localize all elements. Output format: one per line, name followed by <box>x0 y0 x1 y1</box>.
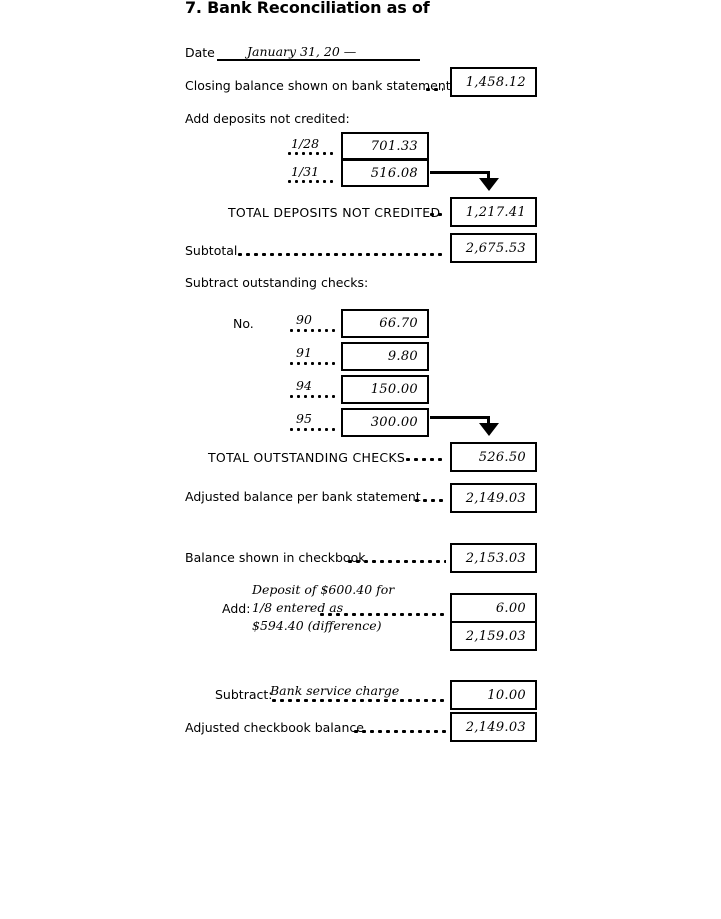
checkbook-balance-box[interactable]: 2,153.03 <box>450 543 537 573</box>
adjusted-bank-box[interactable]: 2,149.03 <box>450 483 537 513</box>
adjusted-checkbook-label: Adjusted checkbook balance <box>185 720 364 735</box>
leader-dots-subtotal <box>236 253 444 256</box>
add-deposits-label: Add deposits not credited: <box>185 111 350 126</box>
check-amount-2: 150.00 <box>370 382 418 397</box>
date-label: Date <box>185 45 215 60</box>
total-checks-value: 526.50 <box>478 449 526 465</box>
subtotal-value: 2,675.53 <box>465 240 526 256</box>
closing-balance-box[interactable]: 1,458.12 <box>450 67 537 97</box>
running-total-box[interactable]: 2,159.03 <box>450 621 537 651</box>
date-value[interactable]: January 31, 20 — <box>247 44 357 59</box>
subtract-note[interactable]: Bank service charge <box>270 683 400 698</box>
deposit-arrow-head <box>479 178 499 191</box>
deposit-amount-0: 701.33 <box>370 138 418 154</box>
leader-dots-subtract <box>270 699 446 702</box>
check-amount-0: 66.70 <box>379 316 418 331</box>
checks-no-label: No. <box>233 316 254 331</box>
checks-arrow-head <box>479 423 499 436</box>
subtract-label: Subtract: <box>215 687 273 702</box>
deposit-date-1[interactable]: 1/31 <box>291 164 320 179</box>
leader-dots-total-checks <box>404 458 446 461</box>
adjusted-bank-label: Adjusted balance per bank statement <box>185 489 421 504</box>
check-number-3[interactable]: 95 <box>296 411 312 426</box>
subtract-amount-box[interactable]: 10.00 <box>450 680 537 710</box>
subtract-checks-label: Subtract outstanding checks: <box>185 275 369 290</box>
leader-dots-adjusted-bank <box>413 499 446 502</box>
checks-arrow-horizontal <box>430 416 490 419</box>
deposit-amount-box-1[interactable]: 516.08 <box>341 159 429 187</box>
total-deposits-value: 1,217.41 <box>465 204 526 220</box>
checkbook-balance-label: Balance shown in checkbook <box>185 550 366 565</box>
subtotal-label: Subtotal <box>185 243 238 258</box>
total-checks-label: TOTAL OUTSTANDING CHECKS <box>208 450 406 465</box>
total-checks-box[interactable]: 526.50 <box>450 442 537 472</box>
leader-dots-check-0 <box>288 329 338 332</box>
check-amount-box-3[interactable]: 300.00 <box>341 408 429 437</box>
leader-dots-closing-balance <box>424 88 443 91</box>
leader-dots-check-1 <box>288 362 338 365</box>
leader-dots-deposit-0 <box>286 152 336 155</box>
check-amount-box-1[interactable]: 9.80 <box>341 342 429 371</box>
add-note-line-1[interactable]: Deposit of $600.40 for <box>252 582 395 597</box>
date-underline <box>217 59 420 61</box>
leader-dots-check-3 <box>288 428 338 431</box>
add-note-line-3[interactable]: $594.40 (difference) <box>252 618 382 633</box>
adjusted-bank-value: 2,149.03 <box>465 490 526 506</box>
checkbook-balance-value: 2,153.03 <box>465 550 526 566</box>
subtotal-box[interactable]: 2,675.53 <box>450 233 537 263</box>
check-amount-box-2[interactable]: 150.00 <box>341 375 429 404</box>
check-amount-1: 9.80 <box>387 349 418 364</box>
closing-balance-label: Closing balance shown on bank statement <box>185 78 451 93</box>
deposit-arrow-horizontal <box>430 171 490 174</box>
leader-dots-checkbook-balance <box>346 560 446 563</box>
check-amount-3: 300.00 <box>370 415 418 430</box>
deposit-amount-1: 516.08 <box>370 165 418 181</box>
deposit-amount-box-0[interactable]: 701.33 <box>341 132 429 160</box>
leader-dots-add <box>318 613 446 616</box>
leader-dots-total-deposits <box>428 213 446 216</box>
check-number-2[interactable]: 94 <box>296 378 312 393</box>
add-amount-box[interactable]: 6.00 <box>450 593 537 623</box>
adjusted-checkbook-box[interactable]: 2,149.03 <box>450 712 537 742</box>
subtract-amount-value: 10.00 <box>487 687 526 703</box>
closing-balance-value: 1,458.12 <box>465 74 526 90</box>
check-number-0[interactable]: 90 <box>296 312 312 327</box>
adjusted-checkbook-value: 2,149.03 <box>465 719 526 735</box>
check-amount-box-0[interactable]: 66.70 <box>341 309 429 338</box>
add-label: Add: <box>222 601 251 616</box>
total-deposits-box[interactable]: 1,217.41 <box>450 197 537 227</box>
page-title: 7. Bank Reconciliation as of <box>185 0 430 17</box>
deposit-date-0[interactable]: 1/28 <box>291 136 320 151</box>
total-deposits-label: TOTAL DEPOSITS NOT CREDITED <box>228 205 441 220</box>
leader-dots-deposit-1 <box>286 180 336 183</box>
add-note-line-2[interactable]: 1/8 entered as <box>252 600 344 615</box>
leader-dots-check-2 <box>288 395 338 398</box>
running-total-value: 2,159.03 <box>465 628 526 644</box>
check-number-1[interactable]: 91 <box>296 345 312 360</box>
leader-dots-adjusted-checkbook <box>352 730 446 733</box>
add-amount-value: 6.00 <box>495 600 526 616</box>
